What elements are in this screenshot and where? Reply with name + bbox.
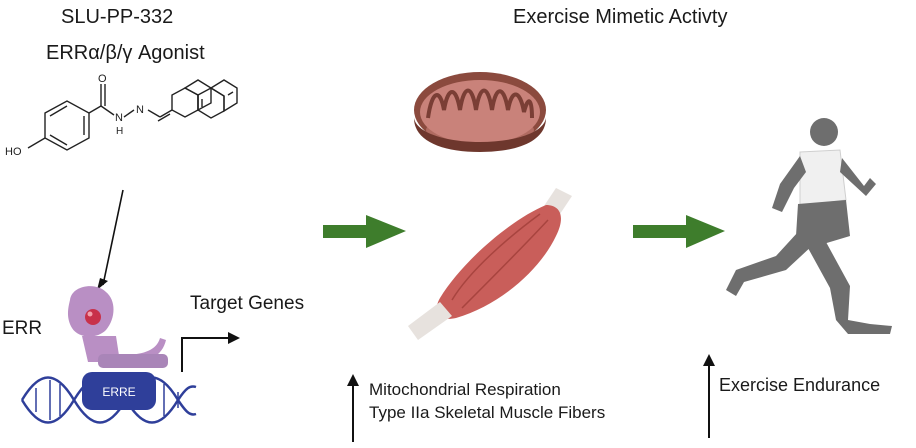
compound-name: SLU-PP-332 — [61, 6, 174, 28]
nitrogen2-label: N — [136, 104, 144, 116]
green-arrow-1 — [323, 215, 406, 248]
erre-element — [82, 372, 156, 410]
effect-mitochondrial-respiration: Mitochondrial Respiration — [369, 380, 561, 399]
binding-arrow — [97, 189, 124, 290]
muscle-icon — [408, 188, 572, 340]
erre-label: ERRE — [102, 385, 135, 399]
hydrogen-label: H — [116, 126, 123, 137]
effect-type-iia-fibers: Type IIa Skeletal Muscle Fibers — [369, 403, 606, 422]
runner-icon — [726, 118, 892, 334]
increase-arrow-2 — [703, 354, 715, 438]
mitochondrion-icon — [414, 72, 546, 152]
chemical-structure — [27, 79, 238, 151]
transcription-arrow — [181, 332, 240, 372]
green-arrow-2 — [633, 215, 725, 248]
receptor-label: ERR — [2, 318, 43, 339]
nitrogen-label: N — [115, 112, 123, 124]
ho-label: HO — [5, 146, 22, 158]
target-genes-label: Target Genes — [190, 293, 305, 314]
compound-description: ERRα/β/γ Agonist — [46, 42, 205, 64]
exercise-endurance-label: Exercise Endurance — [719, 375, 881, 395]
carbonyl-o-label: O — [98, 73, 107, 85]
activity-title: Exercise Mimetic Activty — [513, 6, 728, 28]
increase-arrow-1 — [347, 374, 359, 442]
ligand-dot — [85, 309, 101, 325]
err-receptor — [68, 286, 168, 368]
